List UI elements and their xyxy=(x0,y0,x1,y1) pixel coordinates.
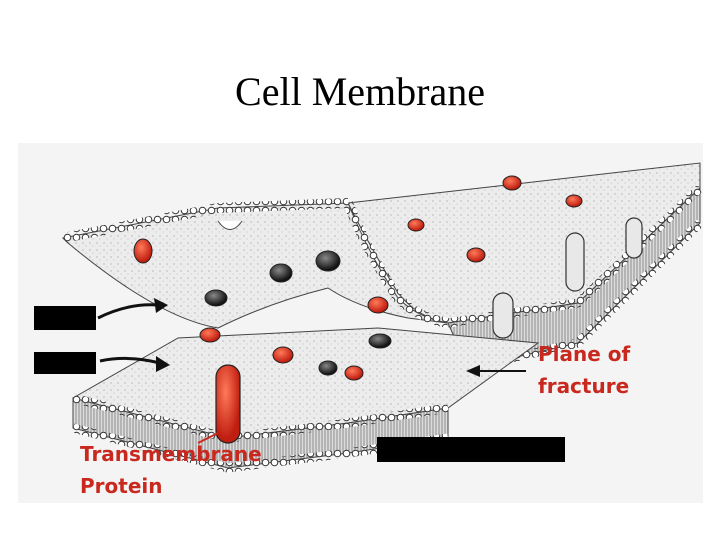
membrane-particle xyxy=(133,238,153,264)
membrane-particle xyxy=(199,327,221,343)
redacted-label-box xyxy=(377,437,565,462)
edge-protein xyxy=(625,217,643,259)
plane-of-fracture-label: Plane of fracture xyxy=(538,338,630,402)
transmembrane-pointer xyxy=(197,432,219,444)
label-line: Transmembrane xyxy=(80,442,262,466)
redacted-label-box xyxy=(34,306,96,330)
slide-title: Cell Membrane xyxy=(235,69,485,114)
membrane-particle xyxy=(367,296,389,314)
membrane-particle xyxy=(565,194,583,208)
membrane-particle xyxy=(407,218,425,232)
edge-protein xyxy=(565,232,585,292)
label-line: fracture xyxy=(538,374,630,398)
membrane-particle xyxy=(466,247,486,263)
membrane-particle xyxy=(344,365,364,381)
upper-leaflet xyxy=(61,198,449,329)
edge-protein xyxy=(492,292,514,339)
arrow-head-icon xyxy=(466,365,480,377)
membrane-particle xyxy=(368,333,392,349)
membrane-illustration xyxy=(61,162,703,473)
membrane-diagram xyxy=(18,143,703,503)
membrane-particle xyxy=(318,360,338,376)
transmembrane-protein xyxy=(215,364,241,444)
arrow-head-icon xyxy=(156,356,170,372)
redacted-label-box xyxy=(34,352,96,374)
lower-leaflet-arrow xyxy=(99,356,161,365)
transmembrane-protein-label: Transmembrane Protein xyxy=(80,438,262,502)
label-line: Plane of xyxy=(538,342,631,366)
membrane-particle xyxy=(272,346,294,364)
membrane-particle xyxy=(315,250,341,272)
label-line: Protein xyxy=(80,474,163,498)
arrow-head-icon xyxy=(154,298,168,313)
membrane-particle xyxy=(269,263,293,283)
membrane-particle xyxy=(502,175,522,191)
upper-leaflet-arrow xyxy=(97,303,159,320)
membrane-particle xyxy=(204,289,228,307)
